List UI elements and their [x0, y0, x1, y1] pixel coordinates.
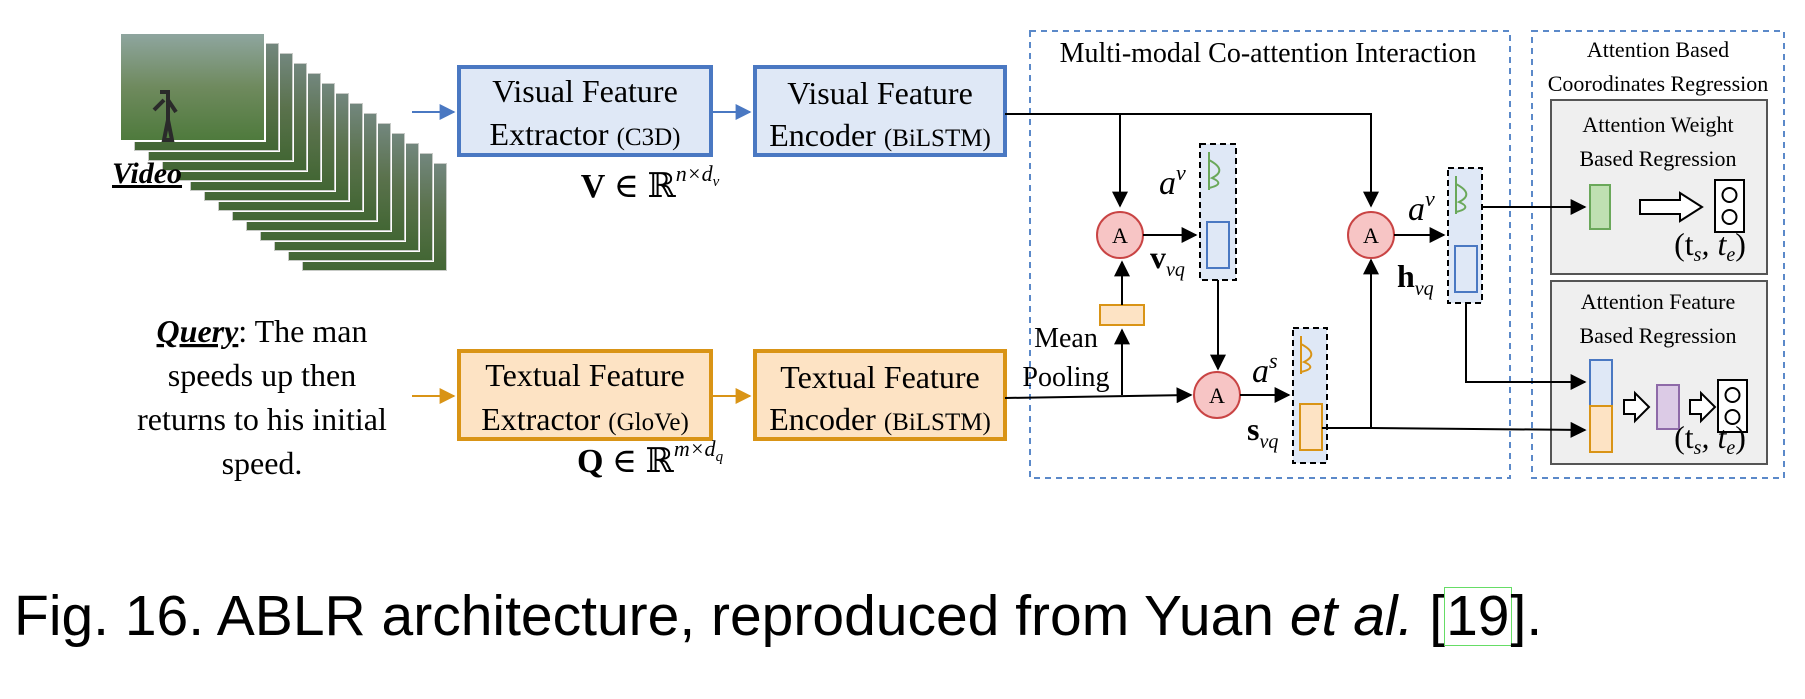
visual-feature-math: V ∈ ℝn×dv	[581, 161, 720, 205]
small-arrow-icon-1	[1623, 390, 1651, 424]
textual-encoder-output-line	[1004, 387, 1193, 404]
svq-to-feature-regression	[1370, 421, 1587, 438]
textual-feature-encoder-box: Textual Feature Encoder (BiLSTM)	[753, 349, 1007, 441]
textual-extractor-line2: Extractor (GloVe)	[481, 401, 689, 437]
video-frames-image	[119, 32, 448, 272]
video-label: Video	[112, 157, 182, 190]
feature-block-orange	[1589, 405, 1613, 453]
attention-weight-curve-icon-2	[1300, 336, 1313, 374]
query-label: Query	[157, 313, 240, 349]
hvq-column	[1447, 167, 1483, 304]
textual-encoder-line2: Encoder (BiLSTM)	[769, 401, 991, 437]
feature-panel-line1: Attention Feature	[1581, 289, 1736, 314]
hollow-arrow-icon	[1639, 191, 1704, 223]
svg-text:A: A	[1209, 383, 1225, 408]
query-text: Query: The man speeds up then returns to…	[137, 313, 387, 481]
attention-weight-curve-icon-3	[1455, 176, 1468, 214]
weight-output-ts-te: (ts, te)	[1674, 226, 1746, 266]
textual-encoder-line1: Textual Feature	[780, 359, 979, 395]
visual-encoder-line1: Visual Feature	[787, 75, 973, 111]
visual-extractor-line2: Extractor (C3D)	[490, 116, 681, 152]
visual-feature-extractor-box: Visual Feature Extractor (C3D)	[457, 65, 713, 157]
mean-pooling-line1: Mean	[1034, 323, 1098, 354]
citation-link[interactable]: 19	[1444, 584, 1512, 648]
output-pair-icon-2	[1717, 379, 1748, 433]
svg-text:speeds up then: speeds up then	[168, 357, 356, 393]
vvq-column	[1199, 143, 1237, 281]
textual-extractor-line1: Textual Feature	[485, 357, 684, 393]
s-vq-label: svq	[1247, 411, 1278, 453]
hvq-feature-to-feature-regression	[1465, 303, 1587, 390]
output-pair-icon	[1714, 179, 1745, 233]
attention-weight-curve-icon	[1208, 152, 1221, 190]
svg-text:A: A	[1112, 223, 1128, 248]
weight-feature-block	[1589, 184, 1611, 230]
attention-node-3: A	[1347, 211, 1395, 259]
attention-weight-regression-panel: Attention Weight Based Regression (ts, t…	[1550, 99, 1768, 275]
visual-encoder-output-line	[1005, 113, 1379, 208]
regression-title-line1: Attention Based	[1587, 37, 1729, 62]
textual-feature-extractor-box: Textual Feature Extractor (GloVe)	[457, 349, 713, 441]
visual-feature-encoder-box: Visual Feature Encoder (BiLSTM)	[753, 65, 1007, 157]
ablr-architecture-diagram: Video Visual Feature Extractor (C3D) Vis…	[112, 30, 1785, 481]
svg-text:speed.: speed.	[222, 445, 303, 481]
feature-output-ts-te: (ts, te)	[1674, 419, 1746, 459]
mean-pooled-query-block	[1099, 304, 1145, 326]
coattention-title: Multi-modal Co-attention Interaction	[1060, 38, 1477, 69]
weight-panel-line2: Based Regression	[1579, 146, 1736, 171]
regression-title-line2: Coorodinates Regression	[1548, 71, 1769, 96]
a-s-label: as	[1252, 348, 1278, 390]
coattention-region	[1029, 30, 1511, 479]
fused-feature-block	[1656, 384, 1680, 430]
feature-panel-line2: Based Regression	[1579, 323, 1736, 348]
textual-feature-math: Q ∈ ℝm×dq	[577, 436, 724, 480]
svq-to-attn3-line	[1322, 258, 1379, 429]
h-vq-label: hvq	[1397, 258, 1434, 300]
figure-caption: Fig. 16. ABLR architecture, reproduced f…	[14, 584, 1543, 648]
attention-feature-regression-panel: Attention Feature Based Regression (ts, …	[1550, 280, 1768, 465]
regression-region	[1531, 30, 1785, 479]
svg-text:Query: The man: Query: The man	[157, 313, 368, 349]
weight-panel-line1: Attention Weight	[1582, 112, 1733, 137]
mean-pooling-line2: Pooling	[1022, 362, 1109, 393]
svg-text:returns to his initial: returns to his initial	[137, 401, 387, 437]
a-v-label-1: av	[1159, 160, 1186, 202]
visual-encoder-line2: Encoder (BiLSTM)	[769, 117, 991, 153]
svg-text:A: A	[1363, 223, 1379, 248]
v-vq-label: vvq	[1150, 239, 1185, 281]
small-arrow-icon-2	[1689, 390, 1717, 424]
attention-node-1: A	[1096, 211, 1144, 259]
a-v-label-2: av	[1408, 186, 1435, 228]
feature-block-blue	[1589, 359, 1613, 407]
video-frame	[119, 32, 266, 142]
person-silhouette	[152, 90, 178, 142]
svq-column	[1292, 327, 1328, 464]
caption-etal: et al.	[1289, 584, 1414, 648]
attention-node-2: A	[1193, 371, 1241, 419]
visual-extractor-line1: Visual Feature	[492, 73, 678, 109]
